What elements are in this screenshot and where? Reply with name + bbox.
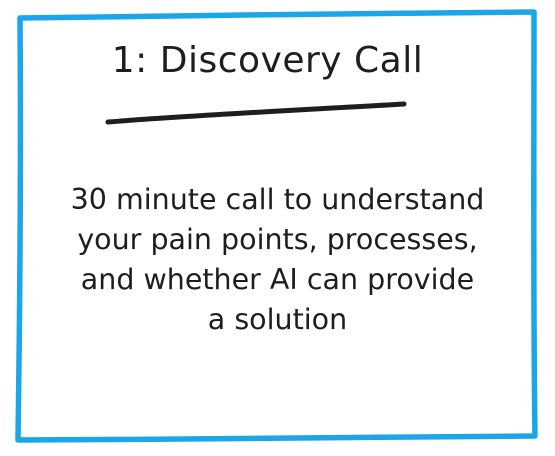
card-description: 30 minute call to understand your pain p… xyxy=(40,180,515,340)
description-line-1: 30 minute call to understand xyxy=(70,183,485,216)
description-line-2: your pain points, processes, xyxy=(77,223,478,256)
card-border xyxy=(15,9,538,443)
card-title: 1: Discovery Call xyxy=(111,40,424,81)
description-line-4: a solution xyxy=(207,303,348,336)
description-line-3: and whether AI can provide xyxy=(80,263,475,296)
title-underline xyxy=(105,101,407,125)
